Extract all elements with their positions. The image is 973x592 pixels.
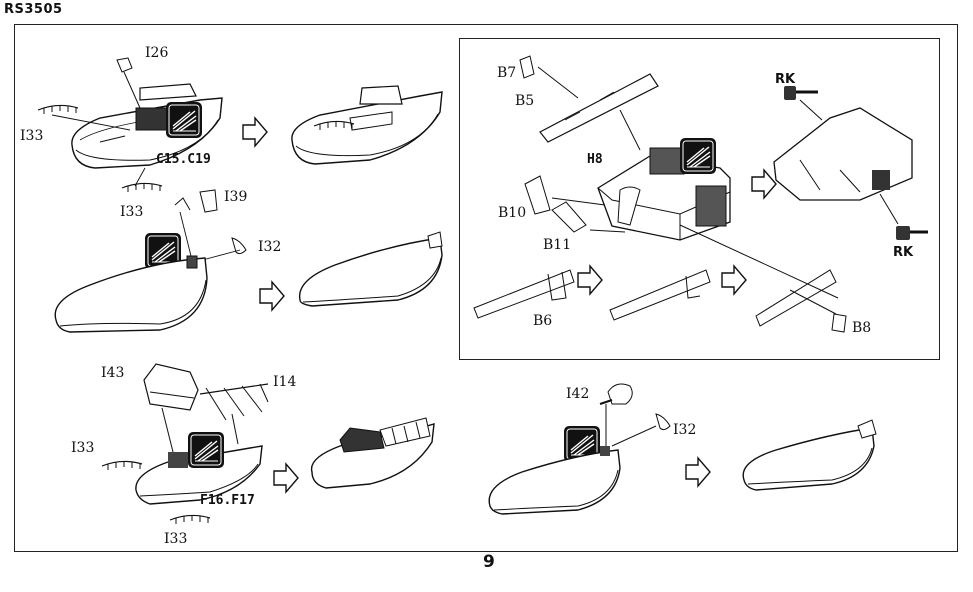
motor-boat-assembly-after: [291, 85, 443, 165]
part-label-i33: I33: [164, 531, 188, 547]
part-label-c15-c19: C15.C19: [156, 152, 211, 167]
part-label-i32: I32: [258, 239, 282, 255]
part-label-i33: I33: [20, 128, 44, 144]
h8-housing: [597, 147, 731, 241]
winch-assembled: [773, 86, 928, 240]
part-label-rk: RK: [893, 245, 914, 260]
part-label-i33: I33: [71, 440, 95, 456]
part-label-i43: I43: [101, 365, 125, 381]
detail-inset-frame: [459, 38, 940, 360]
plate-sequence: [473, 224, 847, 333]
hull-two-before: [488, 446, 621, 515]
part-label-f16-f17: F16.F17: [200, 493, 255, 508]
part-label-i26: I26: [145, 45, 169, 61]
glue-icon: [165, 101, 203, 139]
arrow-right-icon: [242, 117, 268, 147]
part-label-i33: I33: [120, 204, 144, 220]
part-label-h8: H8: [587, 152, 603, 167]
part-label-b10: B10: [498, 205, 527, 221]
part-label-b6: B6: [533, 313, 553, 329]
part-label-b7: B7: [497, 65, 517, 81]
frame-part-i14: [199, 383, 269, 421]
part-label-i42: I42: [566, 386, 590, 402]
part-label-b5: B5: [515, 93, 535, 109]
roof-part-i43: [143, 363, 199, 411]
part-label-rk: RK: [775, 72, 796, 87]
part-label-i32: I32: [673, 422, 697, 438]
page-number: 9: [483, 552, 495, 572]
document-code: RS3505: [4, 2, 63, 17]
hull-two-after: [742, 419, 877, 491]
part-label-i39: I39: [224, 189, 248, 205]
instruction-frame: [14, 24, 958, 552]
hull-before: [54, 255, 208, 333]
hull-after: [298, 231, 443, 307]
part-label-b8: B8: [852, 320, 872, 336]
part-label-i14: I14: [273, 374, 297, 390]
boat-two-before: [135, 445, 263, 505]
part-label-b11: B11: [543, 237, 572, 253]
boat-two-after: [310, 417, 435, 489]
